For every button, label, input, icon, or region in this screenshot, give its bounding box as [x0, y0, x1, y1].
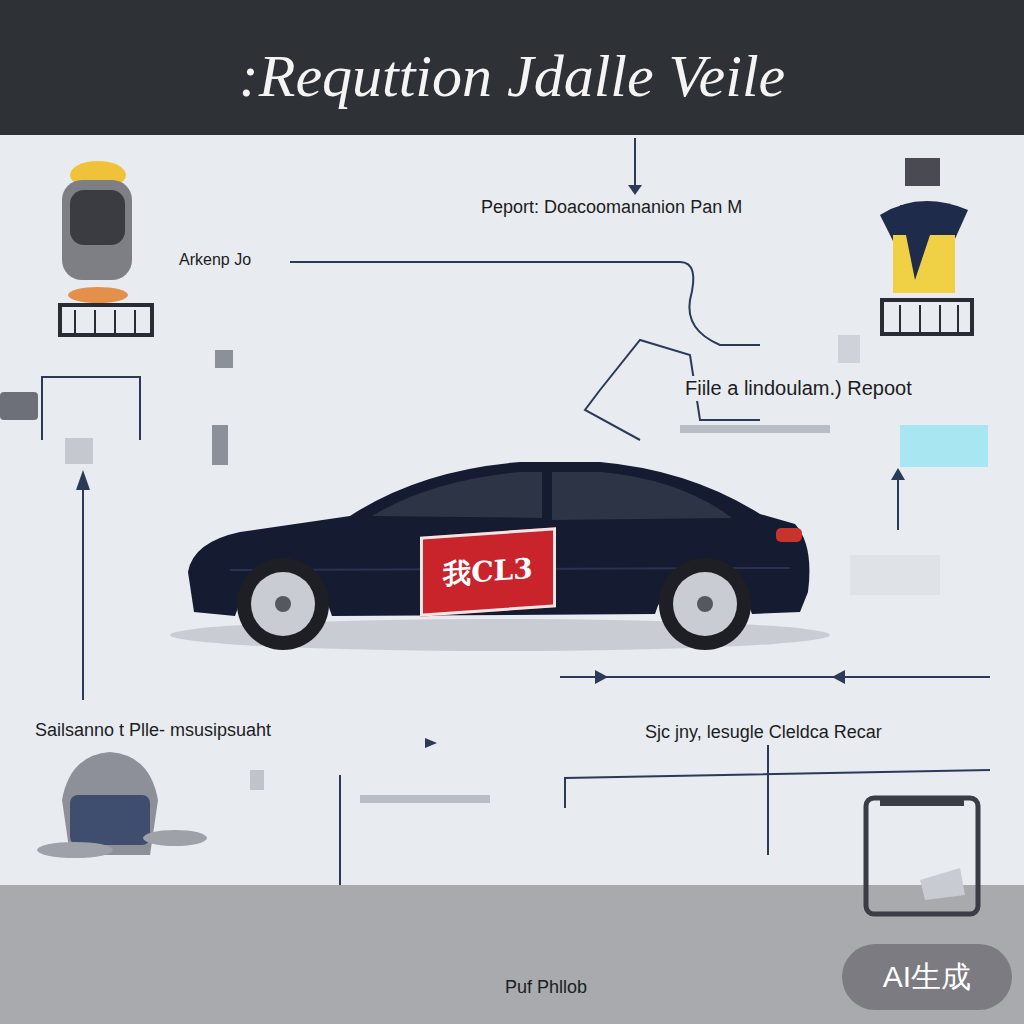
annotation-label: Sailsanno t Plle- msusipsuaht	[32, 719, 274, 742]
report-label: Fiile a lindoulam.) Repoot	[682, 376, 915, 401]
person-figure	[60, 161, 152, 335]
seat-figure	[37, 752, 207, 858]
floor-band	[0, 885, 1024, 1024]
arrowhead	[76, 185, 905, 748]
diagram-title: :Requttion Jdalle Veile	[0, 42, 1024, 111]
title-band	[0, 0, 1024, 135]
report-label: Peport: Doacoomananion Pan M	[478, 196, 745, 219]
sketch-marks	[0, 335, 988, 803]
sign-plate: 我CL3	[420, 527, 556, 617]
watermark: AI生成	[842, 944, 1012, 1010]
frame-figure	[866, 798, 978, 914]
annotation-label: Sjc jny, lesugle Cleldca Recar	[642, 721, 885, 744]
sign-text: 我CL3	[443, 550, 532, 594]
leader-line	[42, 138, 990, 885]
caption: Puf Phllob	[502, 976, 590, 999]
car-illustration	[170, 462, 830, 651]
person-figure	[880, 158, 972, 334]
annotation-label: Arkenp Jo	[176, 250, 254, 270]
